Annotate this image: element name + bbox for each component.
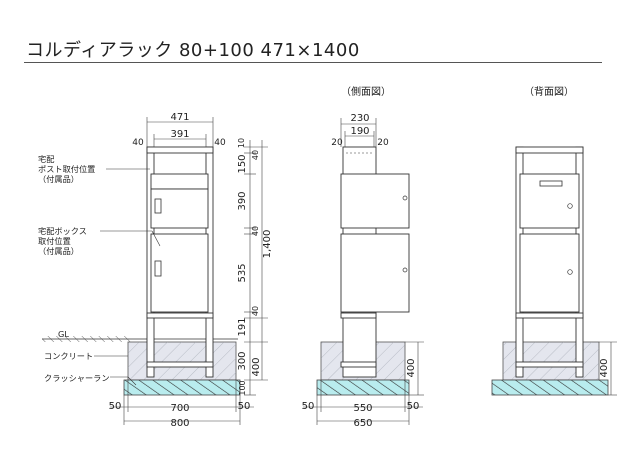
dim-800: 800 — [170, 418, 189, 429]
back-bottom-rail — [515, 312, 584, 319]
bottom-rail — [146, 312, 214, 319]
foundation-bar — [146, 361, 214, 368]
front-top-dims — [146, 117, 214, 147]
back-top-rail — [515, 146, 584, 154]
dim-40-mid: 40 — [251, 226, 260, 236]
side-delivery-box-knob-icon — [402, 267, 408, 273]
dim-100: 100 — [238, 380, 247, 395]
front-view: 471 391 40 40 10 40 150 390 40 535 40 19… — [42, 112, 273, 429]
side-bottom-rail — [340, 312, 377, 319]
callout-line: （付属品） — [38, 174, 79, 184]
side-crusher-hatch — [317, 380, 409, 395]
side-vertical-dims — [405, 341, 424, 396]
dim-471: 471 — [170, 112, 189, 123]
dim-300: 300 — [237, 351, 248, 370]
takuhai-post-callout: 宅配 ポスト取付位置 （付属品） — [38, 154, 95, 184]
callout-line: 取付位置 — [38, 236, 71, 246]
side-view: 230 190 20 20 400 50 550 50 650 — [302, 113, 424, 429]
dim-230: 230 — [350, 113, 369, 124]
dim-50-right: 50 — [238, 401, 251, 412]
callout-line: ポスト取付位置 — [38, 164, 96, 174]
side-post-box — [340, 173, 410, 229]
callout-line: 宅配ボックス — [38, 226, 87, 236]
callout-leader — [151, 230, 161, 247]
back-vertical-dims — [599, 341, 617, 396]
dim-150: 150 — [237, 154, 248, 173]
back-post-box-lock-icon — [567, 203, 573, 209]
dim-190: 190 — [350, 126, 369, 137]
crusher-run-label: クラッシャーラン — [44, 373, 110, 383]
side-post-box-knob-icon — [402, 195, 408, 201]
dim-191: 191 — [237, 317, 248, 336]
back-view-label: （背面図） — [524, 87, 574, 98]
delivery-box-lock-icon — [154, 260, 162, 277]
dim-391: 391 — [170, 129, 189, 140]
dim-20-right: 20 — [377, 138, 389, 148]
back-delivery-box-lock-icon — [567, 269, 573, 275]
front-vertical-dims — [244, 140, 268, 396]
crusher-run-hatch — [124, 380, 240, 395]
dim-40-low: 40 — [251, 306, 260, 316]
dim-20-left: 20 — [331, 138, 343, 148]
gl-label: GL — [58, 329, 69, 339]
side-delivery-box — [340, 233, 410, 313]
callout-leader — [127, 376, 137, 386]
dim-400-side: 400 — [406, 358, 417, 377]
dim-535: 535 — [237, 263, 248, 282]
page-title: コルディアラック 80+100 471×1400 — [26, 40, 360, 61]
title-underline — [24, 62, 602, 63]
back-delivery-box — [519, 233, 580, 313]
concrete-label: コンクリート — [44, 351, 94, 361]
dim-40-right: 40 — [214, 138, 226, 148]
dim-700: 700 — [170, 403, 189, 414]
dim-400-back: 400 — [599, 358, 610, 377]
dim-50-side-left: 50 — [302, 401, 315, 412]
back-foundation-bar — [515, 361, 584, 368]
post-box-top — [150, 173, 209, 190]
top-rail — [146, 146, 214, 154]
side-foundation-bar — [340, 361, 377, 368]
dim-550: 550 — [353, 403, 372, 414]
callout-line: （付属品） — [38, 246, 79, 256]
side-top-dims — [340, 118, 377, 147]
dim-400-front: 400 — [251, 357, 262, 376]
dim-390: 390 — [237, 191, 248, 210]
takuhai-box-callout: 宅配ボックス 取付位置 （付属品） — [38, 226, 87, 256]
concrete-hatch — [128, 342, 236, 380]
dim-40-top: 40 — [251, 150, 260, 160]
front-bottom-dims — [110, 380, 254, 425]
dim-650: 650 — [353, 418, 372, 429]
dim-40-left: 40 — [132, 138, 144, 148]
back-view: 400 — [491, 146, 617, 396]
dim-50-side-right: 50 — [407, 401, 420, 412]
dim-50-left: 50 — [109, 401, 122, 412]
post-box-lock-icon — [154, 198, 162, 214]
back-crusher-hatch — [492, 380, 608, 395]
dim-10: 10 — [237, 138, 246, 148]
dim-1400: 1,400 — [262, 230, 273, 259]
back-mail-slot-icon — [539, 180, 563, 187]
side-bottom-dims — [303, 380, 423, 425]
side-view-label: （側面図） — [341, 87, 391, 98]
callout-line: 宅配 — [38, 154, 55, 164]
